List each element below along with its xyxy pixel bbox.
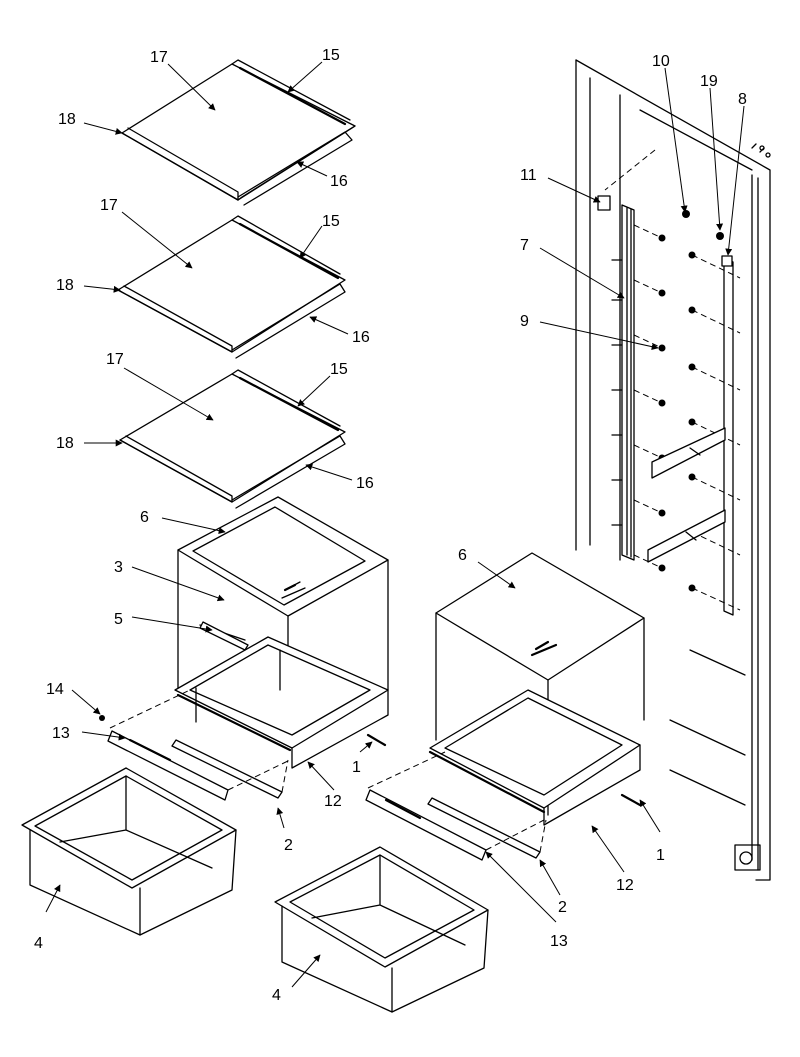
callout-17-top: 17 (150, 49, 168, 66)
crisper-frame-right (365, 552, 645, 861)
crisper-frame-left (174, 496, 389, 769)
glass-cover-left (281, 581, 306, 599)
crisper-pan-right (274, 846, 489, 1013)
callout-15-top: 15 (322, 47, 340, 64)
callout-6-left: 6 (140, 509, 149, 526)
shelf-middle (117, 215, 346, 359)
callout-1-right: 1 (656, 847, 665, 864)
callout-17-mid: 17 (100, 197, 118, 214)
callout-15-bot: 15 (330, 361, 348, 378)
callout-17-bot: 17 (106, 351, 124, 368)
callout-10: 10 (652, 53, 670, 70)
callout-12-left: 12 (324, 793, 342, 810)
callout-19: 19 (700, 73, 718, 90)
callout-1-left: 1 (352, 759, 361, 776)
cabinet-liner (575, 59, 771, 881)
callout-2-right: 2 (558, 899, 567, 916)
callout-14: 14 (46, 681, 64, 698)
callout-2-left: 2 (284, 837, 293, 854)
callout-13-right: 13 (550, 933, 568, 950)
callout-4-right: 4 (272, 987, 281, 1004)
leader-lines (45, 61, 745, 988)
callout-18-bot: 18 (56, 435, 74, 452)
crisper-pan-left (21, 767, 237, 936)
callout-16-mid: 16 (352, 329, 370, 346)
callout-5: 5 (114, 611, 123, 628)
shelf-rail-7 (611, 204, 635, 561)
crisper-slide-left (99, 621, 387, 801)
callout-18-mid: 18 (56, 277, 74, 294)
drawer-slide-brackets (647, 427, 726, 563)
callout-6-right: 6 (458, 547, 467, 564)
callout-labels: 17 15 18 16 17 15 18 16 17 15 18 16 6 3 … (34, 47, 747, 1004)
callout-11: 11 (520, 167, 537, 184)
callout-12-right: 12 (616, 877, 634, 894)
callout-3: 3 (114, 559, 123, 576)
shelf-top (121, 59, 356, 206)
callout-13-left: 13 (52, 725, 70, 742)
shelf-rail-8 (721, 255, 734, 616)
callout-15-mid: 15 (322, 213, 340, 230)
callout-8: 8 (738, 91, 747, 108)
callout-9: 9 (520, 313, 529, 330)
callout-16-top: 16 (330, 173, 348, 190)
callout-16-bot: 16 (356, 475, 374, 492)
shelf-bottom (119, 369, 346, 509)
callout-4-left: 4 (34, 935, 43, 952)
callout-18-top: 18 (58, 111, 76, 128)
callout-7: 7 (520, 237, 529, 254)
